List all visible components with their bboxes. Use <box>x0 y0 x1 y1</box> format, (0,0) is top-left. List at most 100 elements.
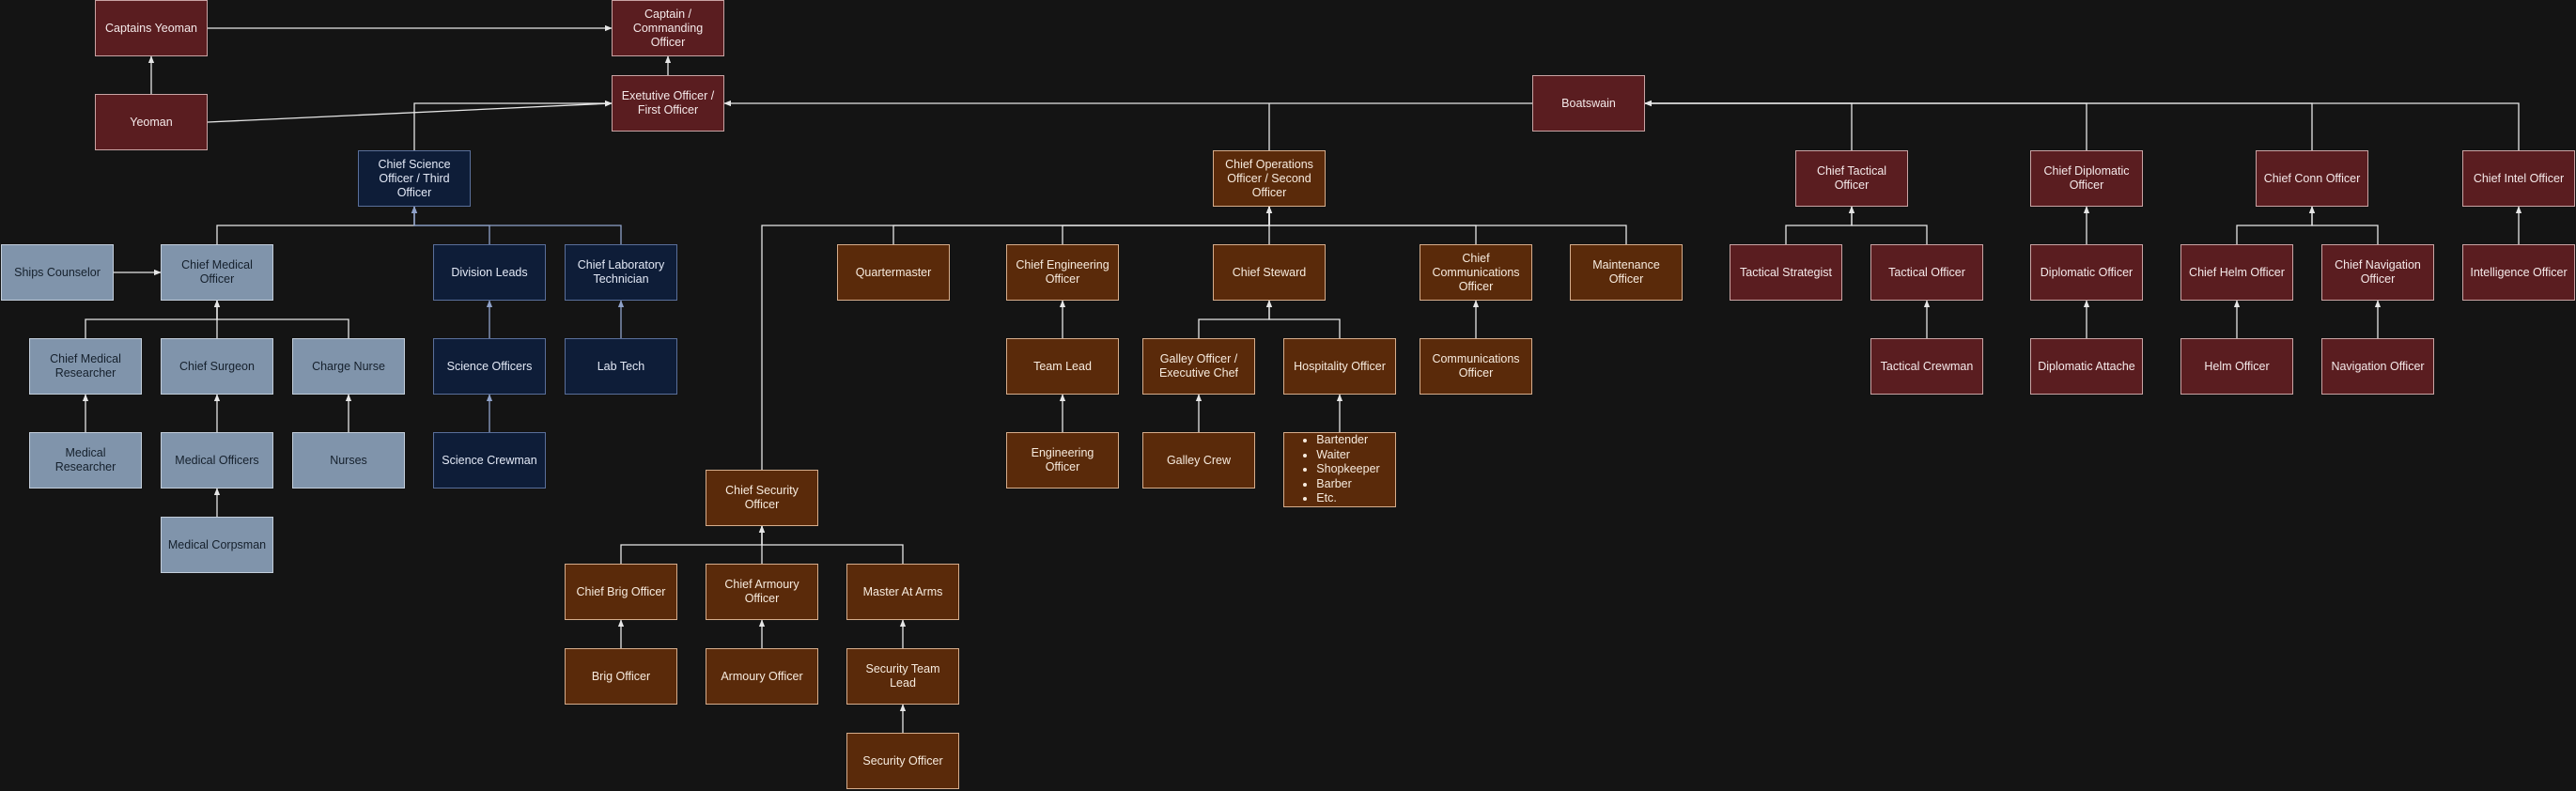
node-tactical-crewman[interactable]: Tactical Crewman <box>1870 338 1983 395</box>
node-item-list: BartenderWaiterShopkeeperBarberEtc. <box>1299 433 1379 506</box>
node-chief-nav[interactable]: Chief Navigation Officer <box>2321 244 2434 301</box>
connector-chief-lab-to-chief-science <box>411 206 622 244</box>
node-label: Chief Medical Researcher <box>50 352 121 380</box>
node-label: Tactical Crewman <box>1880 359 1974 373</box>
node-master-at-arms[interactable]: Master At Arms <box>846 564 959 620</box>
node-yeoman[interactable]: Yeoman <box>95 94 208 150</box>
node-maintenance[interactable]: Maintenance Officer <box>1570 244 1683 301</box>
node-label: Chief Laboratory Technician <box>577 258 665 286</box>
node-medical-corpsman[interactable]: Medical Corpsman <box>161 517 273 573</box>
node-label: Chief Surgeon <box>179 359 255 373</box>
node-chief-comms[interactable]: Chief Communications Officer <box>1420 244 1532 301</box>
node-brig-officer[interactable]: Brig Officer <box>565 648 677 705</box>
connector-chief-med-researcher-to-chief-medical <box>85 300 221 338</box>
node-chief-helm[interactable]: Chief Helm Officer <box>2180 244 2293 301</box>
node-label: Lab Tech <box>597 359 645 373</box>
node-label: Yeoman <box>130 115 173 129</box>
node-label: Diplomatic Officer <box>2040 265 2134 279</box>
connector-chief-medical-to-chief-science <box>216 206 418 244</box>
node-chief-med-researcher[interactable]: Chief Medical Researcher <box>29 338 142 395</box>
node-chief-surgeon[interactable]: Chief Surgeon <box>161 338 273 395</box>
node-engineering-officer[interactable]: Engineering Officer <box>1006 432 1119 489</box>
node-charge-nurse[interactable]: Charge Nurse <box>292 338 405 395</box>
node-label: Chief Operations Officer / Second Office… <box>1225 157 1313 199</box>
node-captains-yeoman[interactable]: Captains Yeoman <box>95 0 208 56</box>
node-navigation-officer[interactable]: Navigation Officer <box>2321 338 2434 395</box>
node-chief-lab[interactable]: Chief Laboratory Technician <box>565 244 677 301</box>
node-label: Exetutive Officer / First Officer <box>621 89 715 116</box>
node-label: Communications Officer <box>1432 352 1520 380</box>
connector-master-at-arms-to-chief-security <box>758 525 904 564</box>
node-quartermaster[interactable]: Quartermaster <box>837 244 950 301</box>
node-hospitality-staff[interactable]: BartenderWaiterShopkeeperBarberEtc. <box>1283 432 1396 507</box>
node-label: Chief Navigation Officer <box>2335 258 2421 286</box>
connector-galley-officer-to-chief-steward <box>1198 300 1273 338</box>
connector-chief-intel-to-boatswain <box>1644 100 2520 150</box>
node-tactical-strategist[interactable]: Tactical Strategist <box>1730 244 1842 301</box>
node-label: Helm Officer <box>2204 359 2270 373</box>
node-armoury-officer[interactable]: Armoury Officer <box>706 648 818 705</box>
connector-charge-nurse-to-chief-medical <box>213 300 349 338</box>
node-chief-armoury[interactable]: Chief Armoury Officer <box>706 564 818 620</box>
node-label: Chief Steward <box>1232 265 1307 279</box>
node-medical-officers[interactable]: Medical Officers <box>161 432 273 489</box>
node-xo[interactable]: Exetutive Officer / First Officer <box>612 75 724 132</box>
node-chief-diplomatic[interactable]: Chief Diplomatic Officer <box>2030 150 2143 207</box>
node-tactical-officer[interactable]: Tactical Officer <box>1870 244 1983 301</box>
node-label: Division Leads <box>451 265 528 279</box>
node-label: Team Lead <box>1033 359 1092 373</box>
connector-chief-security-to-chief-ops <box>761 206 1273 470</box>
node-chief-medical[interactable]: Chief Medical Officer <box>161 244 273 301</box>
node-list-item: Shopkeeper <box>1316 462 1379 477</box>
node-science-officers[interactable]: Science Officers <box>433 338 546 395</box>
node-label: Security Officer <box>862 753 943 768</box>
node-diplomatic-attache[interactable]: Diplomatic Attache <box>2030 338 2143 395</box>
node-captain[interactable]: Captain / Commanding Officer <box>612 0 724 56</box>
node-helm-officer[interactable]: Helm Officer <box>2180 338 2293 395</box>
node-label: Maintenance Officer <box>1592 258 1660 286</box>
node-galley-officer[interactable]: Galley Officer / Executive Chef <box>1142 338 1255 395</box>
node-security-team-lead[interactable]: Security Team Lead <box>846 648 959 705</box>
connector-chief-brig-to-chief-security <box>620 525 766 564</box>
node-label: Quartermaster <box>855 265 932 279</box>
node-list-item: Etc. <box>1316 491 1379 506</box>
node-label: Chief Intel Officer <box>2473 171 2565 185</box>
node-chief-intel[interactable]: Chief Intel Officer <box>2462 150 2575 207</box>
node-label: Science Officers <box>446 359 533 373</box>
node-galley-crew[interactable]: Galley Crew <box>1142 432 1255 489</box>
node-boatswain[interactable]: Boatswain <box>1532 75 1645 132</box>
node-list-item: Barber <box>1316 477 1379 492</box>
node-team-lead[interactable]: Team Lead <box>1006 338 1119 395</box>
node-label: Charge Nurse <box>312 359 385 373</box>
node-chief-engineering[interactable]: Chief Engineering Officer <box>1006 244 1119 301</box>
node-chief-security[interactable]: Chief Security Officer <box>706 470 818 526</box>
node-label: Chief Tactical Officer <box>1816 164 1887 192</box>
node-science-crewman[interactable]: Science Crewman <box>433 432 546 489</box>
connector-tactical-strategist-to-chief-tactical <box>1785 206 1855 244</box>
node-chief-conn[interactable]: Chief Conn Officer <box>2256 150 2368 207</box>
node-list-item: Waiter <box>1316 448 1379 463</box>
node-chief-brig[interactable]: Chief Brig Officer <box>565 564 677 620</box>
node-chief-ops[interactable]: Chief Operations Officer / Second Office… <box>1213 150 1326 207</box>
node-label: Nurses <box>330 453 367 467</box>
node-security-officer[interactable]: Security Officer <box>846 733 959 789</box>
node-label: Brig Officer <box>591 669 651 683</box>
node-chief-steward[interactable]: Chief Steward <box>1213 244 1326 301</box>
node-nurses[interactable]: Nurses <box>292 432 405 489</box>
node-division-leads[interactable]: Division Leads <box>433 244 546 301</box>
node-label: Medical Researcher <box>54 446 116 473</box>
node-intelligence-officer[interactable]: Intelligence Officer <box>2462 244 2575 301</box>
node-medical-researcher[interactable]: Medical Researcher <box>29 432 142 489</box>
node-label: Chief Armoury Officer <box>724 578 799 605</box>
node-lab-tech[interactable]: Lab Tech <box>565 338 677 395</box>
node-label: Boatswain <box>1561 96 1616 110</box>
node-ships-counselor[interactable]: Ships Counselor <box>1 244 114 301</box>
node-hospitality-officer[interactable]: Hospitality Officer <box>1283 338 1396 395</box>
node-chief-science[interactable]: Chief Science Officer / Third Officer <box>358 150 471 207</box>
node-list-item: Bartender <box>1316 433 1379 448</box>
node-communications-officer[interactable]: Communications Officer <box>1420 338 1532 395</box>
node-chief-tactical[interactable]: Chief Tactical Officer <box>1795 150 1908 207</box>
node-diplomatic-officer[interactable]: Diplomatic Officer <box>2030 244 2143 301</box>
